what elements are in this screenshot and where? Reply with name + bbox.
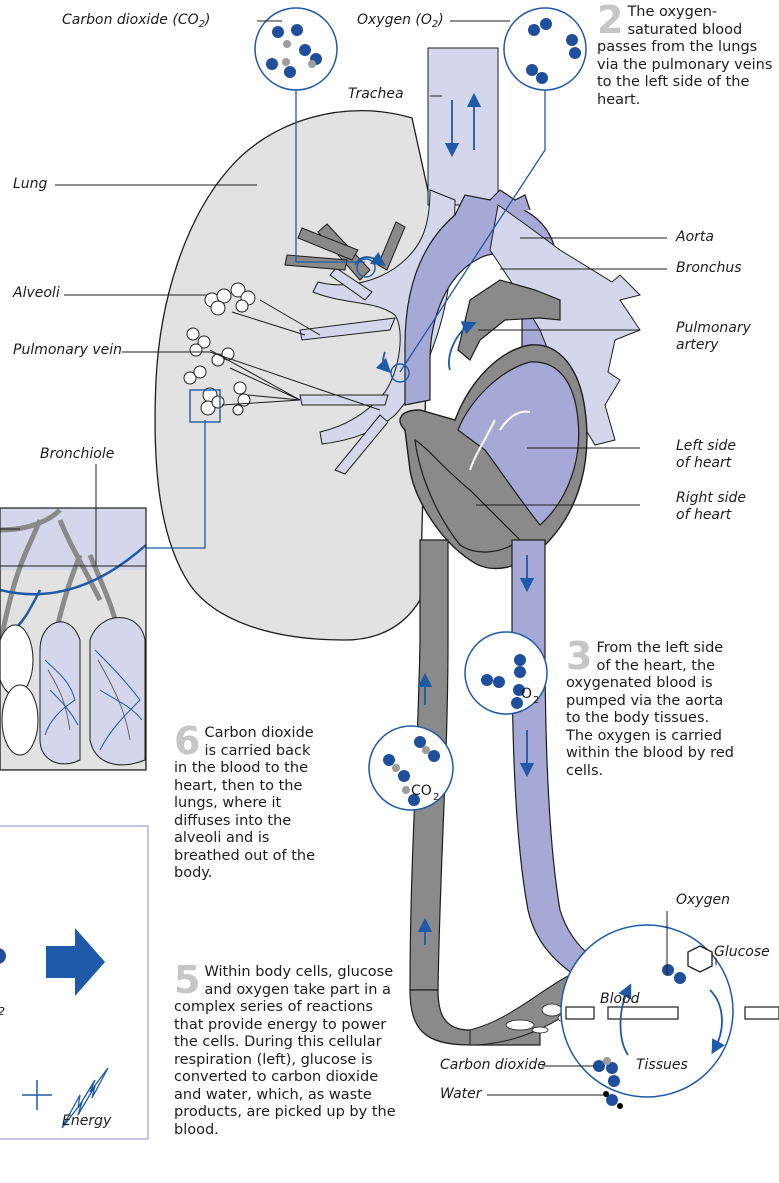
- left-side-heart-label: Left side of heart: [676, 438, 736, 472]
- trachea: [428, 48, 498, 205]
- carbon-dioxide-top-label: Carbon dioxide (CO2): [62, 12, 210, 30]
- energy-label: Energy: [62, 1113, 111, 1130]
- trachea-label: Trachea: [348, 86, 404, 103]
- respiration-box: [0, 826, 148, 1139]
- glucose-label: Glucose: [714, 944, 770, 961]
- alveoli-inset: [0, 508, 146, 770]
- lung-label: Lung: [13, 176, 47, 193]
- tissues-label: Tissues: [636, 1057, 688, 1074]
- bronchus-label: Bronchus: [676, 260, 742, 277]
- svg-text:2: 2: [533, 695, 539, 706]
- blood-label: Blood: [600, 991, 640, 1008]
- co2-top-bubble: [255, 8, 337, 90]
- co2-mid-bubble: CO 2: [369, 726, 453, 810]
- pulmonary-artery-label: Pulmonary artery: [676, 320, 751, 354]
- o2-mid-bubble: O 2: [465, 632, 547, 714]
- pulmonary-vein-label: Pulmonary vein: [13, 342, 122, 359]
- o2-top-bubble: [504, 8, 586, 90]
- oxygen-label: Oxygen: [676, 892, 730, 909]
- alveoli-label: Alveoli: [13, 285, 60, 302]
- water-label: Water: [440, 1086, 482, 1103]
- carbon-dioxide-label: Carbon dioxide: [440, 1057, 546, 1074]
- aorta-label: Aorta: [676, 229, 714, 246]
- bronchiole-label: Bronchiole: [40, 446, 114, 463]
- co2-bubble-label: CO: [411, 783, 432, 799]
- oxygen-top-label: Oxygen (O2): [357, 12, 444, 30]
- svg-text:2: 2: [433, 792, 439, 803]
- partial-subscript: 2: [0, 1003, 5, 1020]
- right-side-heart-label: Right side of heart: [676, 490, 746, 524]
- o2-bubble-label: O: [521, 686, 532, 702]
